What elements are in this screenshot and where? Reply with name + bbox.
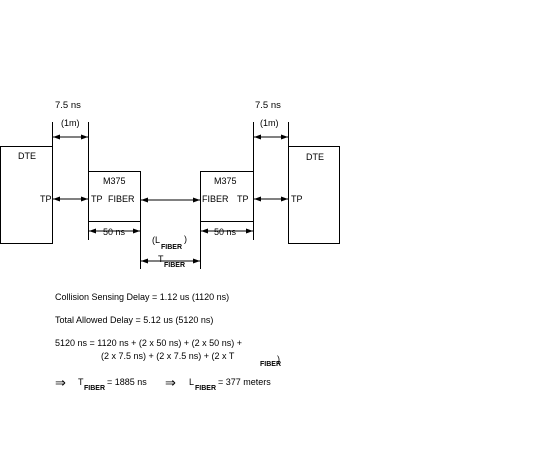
sum-line-2-subscript: FIBER <box>260 361 281 368</box>
left-m375-tp-port: TP <box>91 194 103 204</box>
sum-line-2-close: ) <box>277 354 280 364</box>
collision-delay-text: Collision Sensing Delay = 1.12 us (1120 … <box>55 292 229 302</box>
result-l-fiber-value: = 377 meters <box>218 377 271 387</box>
right-dte-tp-port: TP <box>291 194 303 204</box>
left-dte-tp-port: TP <box>40 194 52 204</box>
dte-left-box <box>0 146 53 244</box>
result-l-fiber: L <box>189 377 194 387</box>
cable-delay-right-label: 7.5 ns <box>255 100 281 111</box>
implies-arrow-1: ⇒ <box>55 375 66 390</box>
result-t-fiber: T <box>78 377 84 387</box>
l-fiber-close: ) <box>184 234 187 244</box>
t-fiber-subscript: FIBER <box>164 262 185 269</box>
dte-right-box <box>288 146 340 244</box>
dte-right-label: DTE <box>306 152 324 162</box>
implies-arrow-2: ⇒ <box>165 375 176 390</box>
right-m375-tp-port: TP <box>237 194 249 204</box>
result-t-fiber-subscript: FIBER <box>84 385 105 392</box>
total-delay-text: Total Allowed Delay = 5.12 us (5120 ns) <box>55 315 213 325</box>
l-fiber-subscript: FIBER <box>161 244 182 251</box>
right-m375-fiber-port: FIBER <box>202 194 229 204</box>
sum-line-1: 5120 ns = 1120 ns + (2 x 50 ns) + (2 x 5… <box>55 338 242 348</box>
m375-right-box <box>200 171 254 222</box>
l-fiber-label: (L <box>152 235 160 245</box>
m375-right-label: M375 <box>214 176 237 186</box>
left-m375-fiber-port: FIBER <box>108 194 135 204</box>
dte-left-label: DTE <box>18 151 36 161</box>
m375-left-delay-label: 50 ns <box>103 227 126 237</box>
result-t-fiber-value: = 1885 ns <box>107 377 147 387</box>
cable-delay-left-label: 7.5 ns <box>55 100 81 111</box>
t-fiber-label: T <box>158 254 164 264</box>
m375-right-delay-label: 50 ns <box>214 227 237 237</box>
m375-left-box <box>88 171 141 222</box>
cable-length-right-label: (1m) <box>260 118 279 128</box>
m375-left-label: M375 <box>103 176 126 186</box>
cable-length-left-label: (1m) <box>61 118 80 128</box>
sum-line-2: (2 x 7.5 ns) + (2 x 7.5 ns) + (2 x T <box>101 351 235 361</box>
result-l-fiber-subscript: FIBER <box>195 385 216 392</box>
